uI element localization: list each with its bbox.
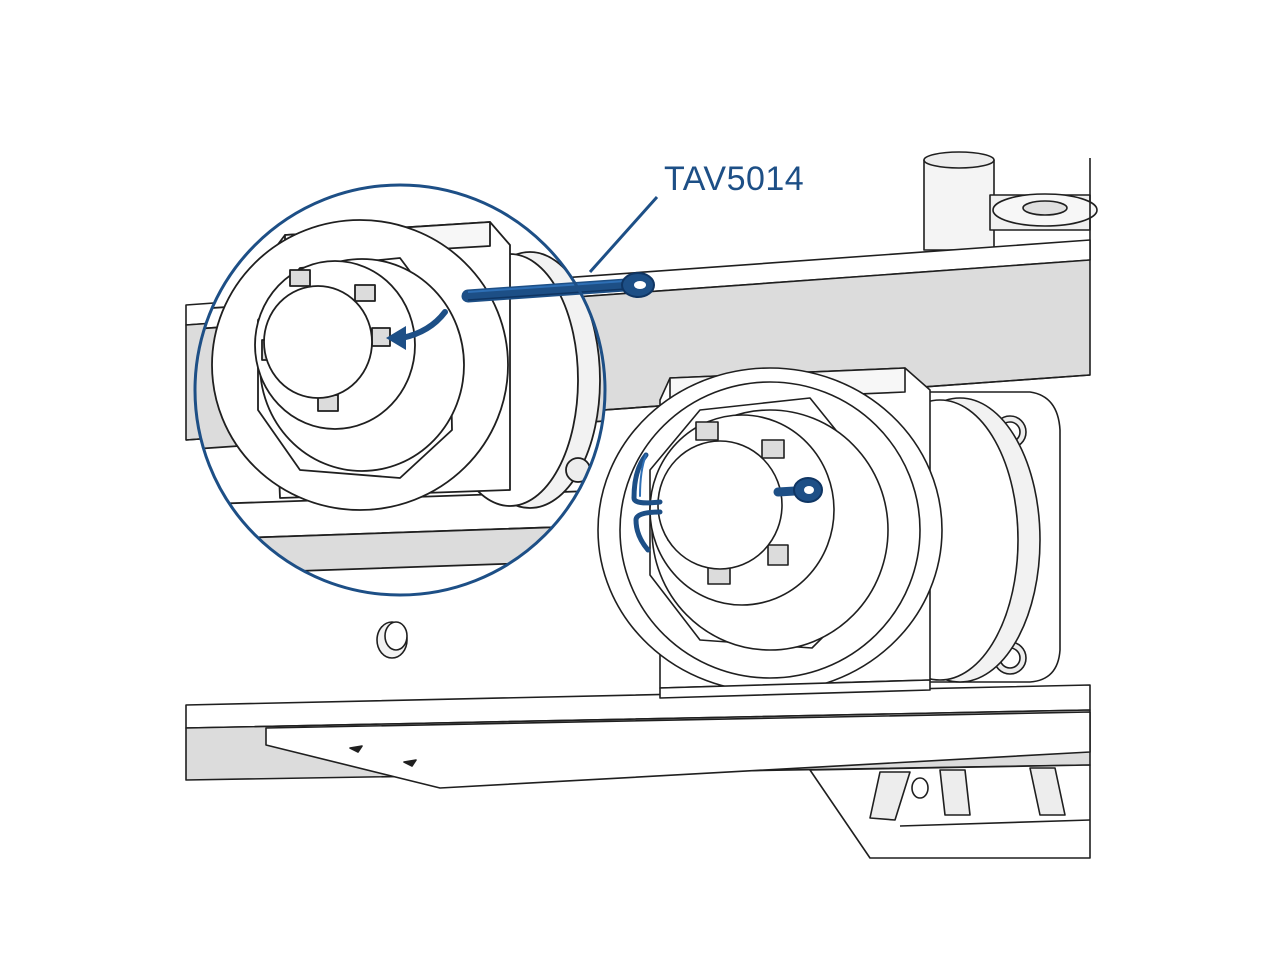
cotter-pin-detail <box>461 272 655 303</box>
hub-base <box>659 679 931 699</box>
detail-inset <box>193 183 655 597</box>
callout-leader-line <box>588 196 659 273</box>
part-number-label: TAV5014 <box>664 160 805 198</box>
lower-bracket <box>809 764 1091 859</box>
hub-assembly <box>597 367 1061 693</box>
upper-post <box>923 151 1098 260</box>
rotation-arrow <box>386 309 448 350</box>
lower-bar <box>185 684 1091 789</box>
bolt-head <box>376 621 408 659</box>
installed-cotter-pin <box>631 452 823 553</box>
